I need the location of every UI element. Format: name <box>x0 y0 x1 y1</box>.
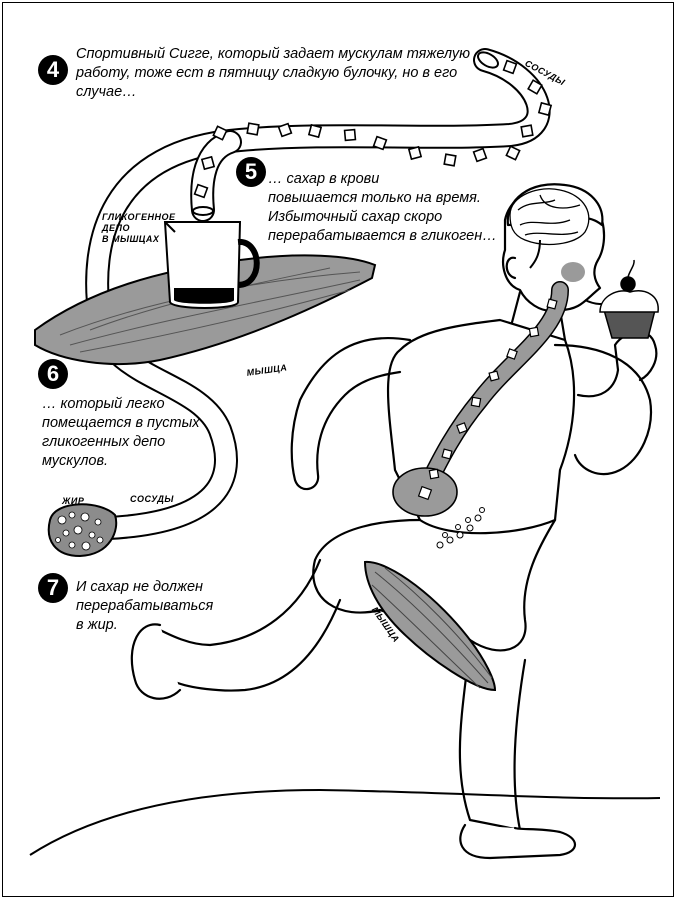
step-number-5: 5 <box>236 157 266 187</box>
step-number-6: 6 <box>38 359 68 389</box>
caption-line: Спортивный Сигге, который задает мускула… <box>76 46 471 62</box>
caption-line: И сахар не должен <box>76 579 203 595</box>
label-line: ДЕПО <box>102 223 130 233</box>
caption-line: гликогенных депо <box>42 434 166 450</box>
caption-line: случае… <box>76 84 137 100</box>
cupcake <box>599 259 659 339</box>
cheek <box>561 262 585 282</box>
caption-line: в жир. <box>76 617 118 633</box>
caption-line: Избыточный сахар скоро <box>268 209 443 225</box>
caption-line: перерабатывается в гликоген… <box>268 228 497 244</box>
label-line: В МЫШЦАХ <box>102 234 160 244</box>
step-number-4: 4 <box>38 55 68 85</box>
step-number-7: 7 <box>38 573 68 603</box>
label-line: ГЛИКОГЕННОЕ <box>102 212 176 222</box>
caption-line: … сахар в крови <box>268 171 380 187</box>
glycogen-jug <box>163 221 260 309</box>
sugar-cubes <box>193 59 553 199</box>
label-fat: ЖИР <box>62 496 85 506</box>
muscle-leg <box>363 560 497 692</box>
step-5-caption: … сахар в крови повышается только на вре… <box>268 170 497 246</box>
step-7-caption: И сахар не должен перерабатываться в жир… <box>76 578 213 635</box>
caption-line: повышается только на время. <box>268 190 481 206</box>
step-6-caption: … который легко помещается в пустых глик… <box>42 395 200 471</box>
brain <box>509 188 590 269</box>
caption-line: мускулов. <box>42 453 109 469</box>
label-glycogen-depot: ГЛИКОГЕННОЕ ДЕПО В МЫШЦАХ <box>102 212 176 245</box>
fat-blob <box>47 503 118 558</box>
label-vessels-bottom: СОСУДЫ <box>130 494 174 504</box>
caption-line: … который легко <box>42 396 165 412</box>
step-4-caption: Спортивный Сигге, который задает мускула… <box>76 45 470 102</box>
digestive-tract <box>392 281 569 549</box>
caption-line: перерабатываться <box>76 598 214 614</box>
caption-line: помещается в пустых <box>42 415 200 431</box>
blood-vessel <box>85 48 551 540</box>
ground-line <box>29 788 661 856</box>
caption-line: работу, тоже ест в пятницу сладкую булоч… <box>76 65 458 81</box>
